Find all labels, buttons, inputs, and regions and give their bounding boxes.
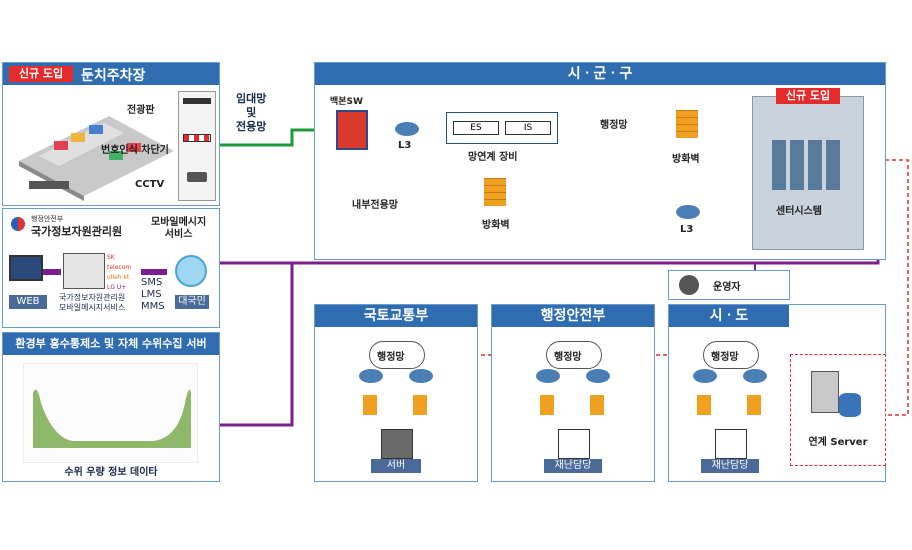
mois-org-small: 행정안전부 [31,215,64,223]
database-icon [839,393,861,417]
parking-badge: 신규 도입 [9,66,73,82]
mois2-net-label: 행정망 [554,352,582,363]
env-caption: 수위 우량 정보 데이타 [64,467,158,478]
parking-lot-illustration [19,116,174,201]
cctv-icon [187,172,207,182]
molit-server-label: 서버 [371,459,421,473]
env-panel: 환경부 홍수통제소 및 자체 수위수집 서버 수위 우량 정보 데이타 [2,332,220,482]
building-icon [63,253,105,289]
firewall-icon [697,395,711,415]
network-diagram-icon [715,429,747,459]
l3-top-label: L3 [398,140,412,151]
link-label: 임대망 및 전용망 [236,92,267,133]
router-icon [409,369,433,383]
link-server-box: 연계 Server [790,354,886,466]
firewall-icon [747,395,761,415]
firewall-icon [413,395,427,415]
server-icon [381,429,413,459]
cloud-icon [369,341,425,369]
router-icon [693,369,717,383]
web-monitor-icon [9,255,43,281]
sido-net-label: 행정망 [711,352,739,363]
firewall-icon [590,395,604,415]
web-label: WEB [9,295,47,309]
operator-icon [679,275,699,295]
center-label: 센터시스템 [776,206,822,217]
l3-mid-label: L3 [680,224,694,235]
citizen-label: 대국민 [175,295,209,309]
mois2-panel: 행정안전부 행정망 재난담당 [491,304,655,482]
sido-header: 시ㆍ도 [669,305,789,327]
mois-org: 국가정보자원관리원 [31,225,123,238]
router-icon [586,369,610,383]
mois2-server-label: 재난담당 [544,459,602,473]
mois-logo-icon [11,217,25,231]
firewall-icon [540,395,554,415]
sigungu-header: 시ㆍ군ㆍ구 [315,63,885,85]
arrow-icon-2 [141,269,167,275]
parking-title: 둔치주차장 [81,68,146,84]
citizen-icon [175,255,207,287]
telecom-logos: SK telecom olleh kt LG U+ [107,254,132,291]
router-icon [536,369,560,383]
arrow-icon-1 [43,269,61,275]
firewall-top-label: 방화벽 [672,154,700,165]
router-icon [359,369,383,383]
backbone-switch-icon [336,110,368,150]
linkage-label: 망연계 장비 [468,152,518,163]
admin-net-label: 행정망 [600,120,628,131]
firewall-icon [363,395,377,415]
internal-net-label: 내부전용망 [352,200,398,211]
env-header: 환경부 홍수통제소 및 자체 수위수집 서버 [3,333,219,355]
device-strip [178,91,216,201]
firewall-mid-label: 방화벽 [482,220,510,231]
parking-item-barrier: 번호인식 차단기 [101,145,169,156]
molit-panel: 국토교통부 행정망 서버 [314,304,478,482]
operator-box: 운영자 [668,270,790,300]
es-box: ES [453,121,499,135]
sido-server-label: 재난담당 [701,459,759,473]
backbone-label: 백본SW [330,97,363,107]
parking-item-sign: 전광판 [127,105,155,116]
cloud-icon [546,341,602,369]
operator-label: 운영자 [713,282,741,293]
center-badge: 신규 도입 [776,88,840,104]
router-icon-mid [676,205,700,219]
red-dash-right [878,159,909,416]
network-diagram-icon [558,429,590,459]
firewall-icon-top [676,110,698,138]
molit-net-label: 행정망 [377,352,405,363]
purple-line-env [218,263,294,427]
sign-board-icon [183,98,211,104]
router-icon-top [395,122,419,136]
firewall-icon-mid [484,178,506,206]
server-tower-icon [811,371,839,413]
linkage-device: ES IS [446,112,558,144]
link-server-label: 연계 Server [808,437,868,448]
parking-panel: 신규 도입 둔치주차장 전광판 번호인식 차단기 CCTV [2,62,220,206]
mois2-header: 행정안전부 [492,305,654,327]
molit-header: 국토교통부 [315,305,477,327]
barrier-icon [183,134,211,142]
is-box: IS [505,121,551,135]
router-icon [743,369,767,383]
server-rack-icon [772,140,844,190]
cloud-icon [703,341,759,369]
parking-item-cctv: CCTV [135,179,165,190]
water-level-chart [23,363,198,463]
